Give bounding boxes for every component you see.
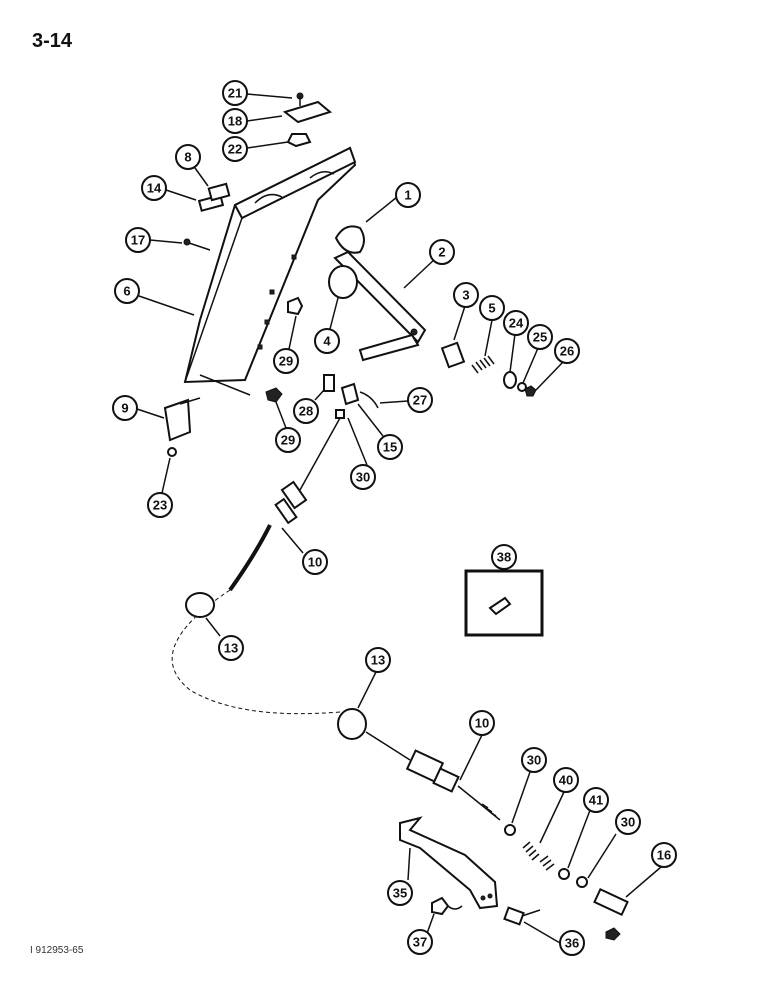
svg-text:14: 14 bbox=[147, 181, 162, 196]
callout-30-right: 30 bbox=[615, 809, 641, 835]
callout-13: 13 bbox=[218, 635, 244, 661]
callout-10-lower: 10 bbox=[469, 710, 495, 736]
callout-16: 16 bbox=[651, 842, 677, 868]
callout-23: 23 bbox=[147, 492, 173, 518]
svg-text:24: 24 bbox=[509, 316, 524, 331]
svg-text:4: 4 bbox=[323, 334, 331, 349]
callout-22: 22 bbox=[222, 136, 248, 162]
callout-29-lower: 29 bbox=[275, 427, 301, 453]
callout-28: 28 bbox=[293, 398, 319, 424]
svg-text:36: 36 bbox=[565, 936, 579, 951]
callout-9: 9 bbox=[112, 395, 138, 421]
callout-5: 5 bbox=[479, 295, 505, 321]
throttle-lever bbox=[333, 250, 427, 362]
callout-18: 18 bbox=[222, 108, 248, 134]
svg-text:10: 10 bbox=[475, 716, 489, 731]
callout-4: 4 bbox=[314, 328, 340, 354]
callout-21: 21 bbox=[222, 80, 248, 106]
svg-text:30: 30 bbox=[527, 753, 541, 768]
svg-text:16: 16 bbox=[657, 848, 671, 863]
callout-24: 24 bbox=[503, 310, 529, 336]
callout-30: 30 bbox=[350, 464, 376, 490]
svg-text:21: 21 bbox=[228, 86, 242, 101]
clevis-assembly bbox=[323, 374, 379, 419]
svg-text:40: 40 bbox=[559, 773, 573, 788]
svg-text:30: 30 bbox=[621, 815, 635, 830]
callout-41: 41 bbox=[583, 787, 609, 813]
callout-29: 29 bbox=[273, 348, 299, 374]
page-number: 3-14 bbox=[32, 30, 73, 52]
svg-text:17: 17 bbox=[131, 233, 145, 248]
callout-1: 1 bbox=[395, 182, 421, 208]
callout-17: 17 bbox=[125, 227, 151, 253]
spring-stack bbox=[440, 341, 537, 397]
svg-text:9: 9 bbox=[121, 401, 128, 416]
callout-15: 15 bbox=[377, 434, 403, 460]
svg-text:35: 35 bbox=[393, 886, 407, 901]
svg-text:13: 13 bbox=[224, 641, 238, 656]
svg-text:37: 37 bbox=[413, 935, 427, 950]
callout-30-lower: 30 bbox=[521, 747, 547, 773]
nut-29-lower bbox=[265, 387, 283, 403]
callouts: 21 18 22 8 14 17 6 1 2 3 5 24 25 26 4 29… bbox=[112, 80, 677, 956]
top-plate-hardware bbox=[282, 92, 333, 148]
bolt-spacer bbox=[197, 182, 231, 212]
callout-6: 6 bbox=[114, 278, 140, 304]
callout-36: 36 bbox=[559, 930, 585, 956]
callout-13-lower: 13 bbox=[365, 647, 391, 673]
callout-27: 27 bbox=[407, 387, 433, 413]
svg-text:18: 18 bbox=[228, 114, 242, 129]
svg-text:28: 28 bbox=[299, 404, 313, 419]
callout-3: 3 bbox=[453, 282, 479, 308]
svg-text:27: 27 bbox=[413, 393, 427, 408]
screw-17 bbox=[183, 238, 211, 251]
screw-23 bbox=[167, 447, 177, 457]
svg-text:2: 2 bbox=[438, 245, 445, 260]
callout-25: 25 bbox=[527, 324, 553, 350]
callout-40: 40 bbox=[553, 767, 579, 793]
svg-text:30: 30 bbox=[356, 470, 370, 485]
callout-37: 37 bbox=[407, 929, 433, 955]
svg-text:13: 13 bbox=[371, 653, 385, 668]
svg-text:41: 41 bbox=[589, 793, 603, 808]
svg-text:3: 3 bbox=[462, 288, 469, 303]
nut-screw-37-36 bbox=[431, 896, 541, 926]
svg-text:38: 38 bbox=[497, 550, 511, 565]
kit-box bbox=[464, 569, 544, 637]
nut-29-upper bbox=[287, 296, 304, 316]
callout-10: 10 bbox=[302, 549, 328, 575]
console-bracket bbox=[183, 146, 357, 396]
svg-text:29: 29 bbox=[279, 354, 293, 369]
clip-9 bbox=[163, 397, 201, 442]
svg-text:1: 1 bbox=[404, 188, 411, 203]
svg-text:6: 6 bbox=[123, 284, 130, 299]
leader-lines bbox=[136, 93, 662, 944]
callout-38: 38 bbox=[491, 544, 517, 570]
svg-text:22: 22 bbox=[228, 142, 242, 157]
callout-8: 8 bbox=[175, 144, 201, 170]
friction-disc bbox=[328, 265, 358, 299]
svg-text:15: 15 bbox=[383, 440, 397, 455]
throttle-cable bbox=[171, 417, 501, 821]
lower-hardware bbox=[504, 824, 629, 941]
svg-text:29: 29 bbox=[281, 433, 295, 448]
callout-26: 26 bbox=[554, 338, 580, 364]
svg-text:8: 8 bbox=[184, 150, 191, 165]
callout-35: 35 bbox=[387, 880, 413, 906]
svg-text:10: 10 bbox=[308, 555, 322, 570]
callout-2: 2 bbox=[429, 239, 455, 265]
svg-text:5: 5 bbox=[488, 301, 495, 316]
lower-bracket bbox=[399, 816, 499, 910]
figure-code: I 912953-65 bbox=[30, 945, 84, 956]
knob bbox=[334, 225, 365, 254]
svg-text:23: 23 bbox=[153, 498, 167, 513]
svg-text:26: 26 bbox=[560, 344, 574, 359]
svg-text:25: 25 bbox=[533, 330, 547, 345]
callout-14: 14 bbox=[141, 175, 167, 201]
